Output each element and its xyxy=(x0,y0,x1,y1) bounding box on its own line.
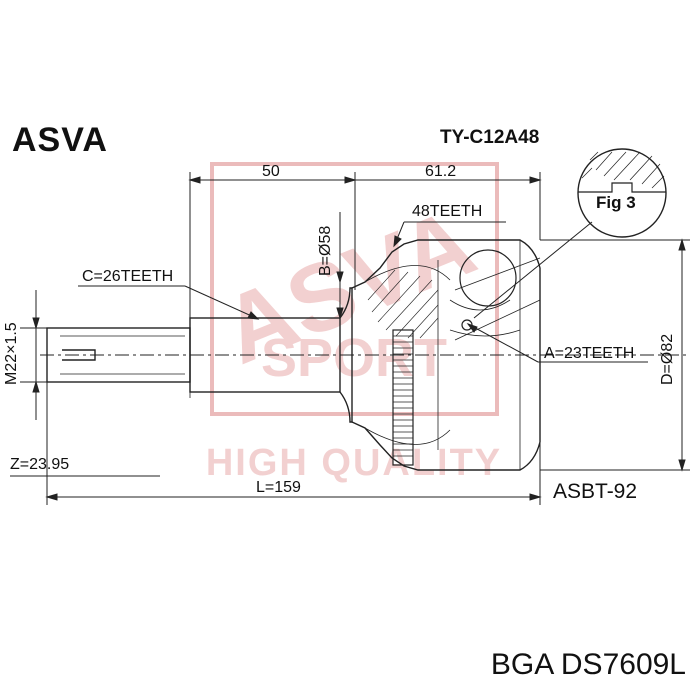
product-code: BGA DS7609L xyxy=(490,648,686,681)
brand-logo-text: ASVA xyxy=(12,121,108,159)
watermark-frame xyxy=(210,162,499,416)
shaft-teeth-leader xyxy=(78,285,260,320)
boot-code: ASBT-92 xyxy=(553,480,638,503)
z-value-label: Z=23.95 xyxy=(10,456,70,473)
shaft-teeth-label: C=26TEETH xyxy=(82,268,174,285)
dim-bore xyxy=(336,212,344,320)
total-length-label: L=159 xyxy=(256,479,301,496)
stem xyxy=(189,287,353,423)
dim-thread xyxy=(20,290,47,420)
watermark-text-2: SPORT xyxy=(261,328,447,388)
dim-label-61: 61.2 xyxy=(425,163,457,180)
thread-label: M22×1.5 xyxy=(3,322,20,385)
dim-50 xyxy=(188,172,357,320)
abs-ring xyxy=(392,329,414,466)
outer-housing xyxy=(351,239,541,471)
outer-diameter-label: D=Ø82 xyxy=(659,333,676,385)
fig3-leader xyxy=(473,221,593,319)
dim-61 xyxy=(355,172,542,240)
inner-teeth-label: A=23TEETH xyxy=(544,345,635,362)
watermark-text-3: HIGH QUALITY xyxy=(206,442,502,484)
bore-label: B=Ø58 xyxy=(317,225,334,276)
outer-teeth-leader xyxy=(393,221,506,248)
inner-teeth-leader xyxy=(466,323,648,363)
dim-total-length xyxy=(45,382,542,505)
part-number: TY-C12A48 xyxy=(440,127,540,148)
outer-teeth-label: 48TEETH xyxy=(412,203,483,220)
fig3-detail xyxy=(577,148,667,238)
fig3-label: Fig 3 xyxy=(596,193,636,212)
dim-label-50: 50 xyxy=(262,163,280,180)
dim-outer-diameter xyxy=(540,238,690,472)
